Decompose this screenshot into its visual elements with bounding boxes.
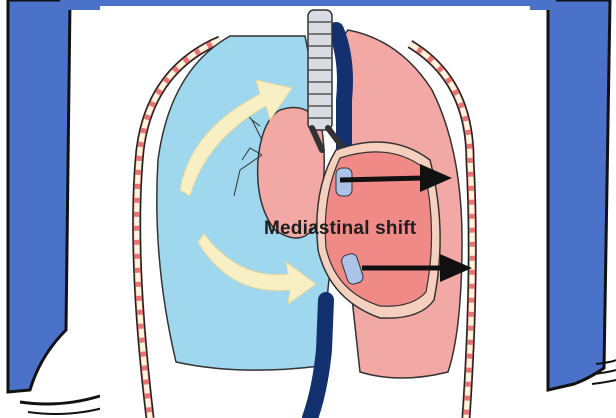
mediastinal-shift-label: Mediastinal shift (264, 218, 464, 240)
